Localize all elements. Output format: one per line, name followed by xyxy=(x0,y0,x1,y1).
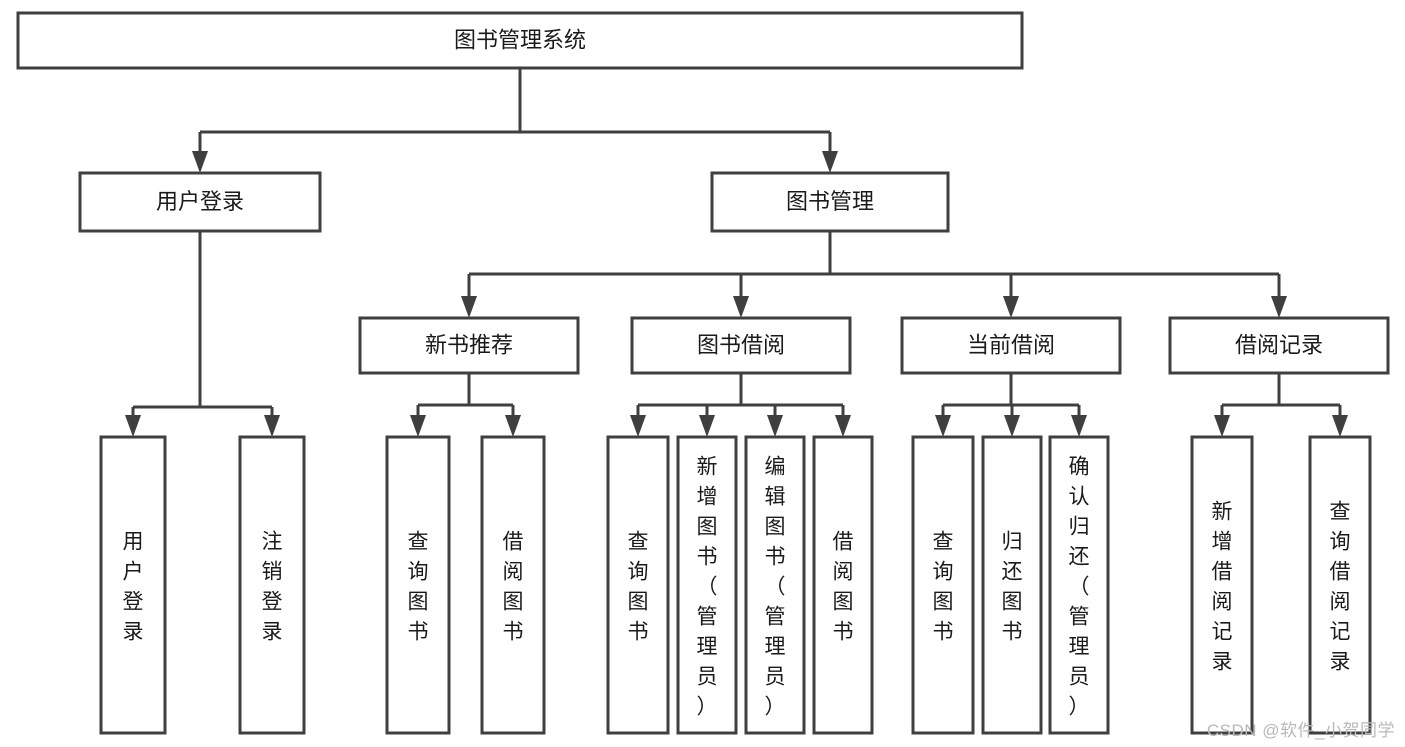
arrow-head-icon xyxy=(630,415,646,437)
node-user_login[interactable]: 用户登录 xyxy=(78,171,322,233)
node-borrow_record[interactable]: 借阅记录 xyxy=(1168,316,1390,375)
node-box-leaf_12[interactable] xyxy=(1190,435,1254,735)
node-box-leaf_8[interactable] xyxy=(812,435,874,735)
node-label-leaf_1: 用户登录 xyxy=(123,530,144,643)
connector-layer xyxy=(125,68,1348,437)
node-box-book_mgmt[interactable] xyxy=(710,171,950,233)
node-box-new_book_rec[interactable] xyxy=(358,316,580,375)
csdn-watermark: CSDN @软件_小贺同学 xyxy=(1206,721,1395,740)
node-leaf_11[interactable]: 确认归还（管理员） xyxy=(1048,435,1110,735)
node-box-leaf_3[interactable] xyxy=(385,435,451,735)
arrow-head-icon xyxy=(699,415,715,437)
arrow-head-icon xyxy=(935,415,951,437)
node-box-leaf_7[interactable] xyxy=(744,435,806,735)
node-label-current_borrow: 当前借阅 xyxy=(967,332,1055,357)
node-box-leaf_9[interactable] xyxy=(911,435,975,735)
node-leaf_10[interactable]: 归还图书 xyxy=(981,435,1043,735)
node-leaf_4[interactable]: 借阅图书 xyxy=(480,435,546,735)
node-label-leaf_6: 新增图书（管理员） xyxy=(697,455,718,718)
node-label-leaf_5: 查询图书 xyxy=(628,530,649,643)
node-new_book_rec[interactable]: 新书推荐 xyxy=(358,316,580,375)
node-label-borrow_record: 借阅记录 xyxy=(1235,332,1323,357)
node-box-leaf_6[interactable] xyxy=(676,435,738,735)
node-root[interactable]: 图书管理系统 xyxy=(16,11,1024,70)
node-leaf_7[interactable]: 编辑图书（管理员） xyxy=(744,435,806,735)
node-label-root: 图书管理系统 xyxy=(454,27,586,52)
node-book_mgmt[interactable]: 图书管理 xyxy=(710,171,950,233)
node-current_borrow[interactable]: 当前借阅 xyxy=(900,316,1122,375)
node-label-book_borrow: 图书借阅 xyxy=(697,332,785,357)
arrow-head-icon xyxy=(461,296,477,318)
node-label-leaf_2: 注销登录 xyxy=(262,530,283,643)
node-label-leaf_3: 查询图书 xyxy=(408,530,429,643)
node-box-leaf_1[interactable] xyxy=(99,435,167,735)
node-leaf_2[interactable]: 注销登录 xyxy=(238,435,306,735)
node-box-leaf_2[interactable] xyxy=(238,435,306,735)
node-leaf_12[interactable]: 新增借阅记录 xyxy=(1190,435,1254,735)
node-box-leaf_4[interactable] xyxy=(480,435,546,735)
arrow-head-icon xyxy=(410,415,426,437)
arrow-head-icon xyxy=(1332,415,1348,437)
node-label-user_login: 用户登录 xyxy=(156,189,244,214)
node-label-leaf_11: 确认归还（管理员） xyxy=(1069,455,1090,718)
arrow-head-icon xyxy=(733,296,749,318)
node-box-leaf_10[interactable] xyxy=(981,435,1043,735)
node-box-book_borrow[interactable] xyxy=(630,316,852,375)
arrow-head-icon xyxy=(1004,415,1020,437)
arrow-head-icon xyxy=(125,415,141,437)
node-box-user_login[interactable] xyxy=(78,171,322,233)
arrow-head-icon xyxy=(1071,415,1087,437)
node-leaf_13[interactable]: 查询借阅记录 xyxy=(1308,435,1372,735)
arrow-head-icon xyxy=(192,151,208,173)
arrow-head-icon xyxy=(767,415,783,437)
node-leaf_8[interactable]: 借阅图书 xyxy=(812,435,874,735)
node-box-leaf_11[interactable] xyxy=(1048,435,1110,735)
node-leaf_1[interactable]: 用户登录 xyxy=(99,435,167,735)
node-box-root[interactable] xyxy=(16,11,1024,70)
arrow-head-icon xyxy=(505,415,521,437)
node-box-current_borrow[interactable] xyxy=(900,316,1122,375)
node-leaf_9[interactable]: 查询图书 xyxy=(911,435,975,735)
node-label-leaf_13: 查询借阅记录 xyxy=(1330,500,1351,673)
node-label-new_book_rec: 新书推荐 xyxy=(425,332,513,357)
node-label-leaf_12: 新增借阅记录 xyxy=(1212,500,1233,673)
node-box-leaf_13[interactable] xyxy=(1308,435,1372,735)
arrow-head-icon xyxy=(835,415,851,437)
arrow-head-icon xyxy=(264,415,280,437)
node-box-leaf_5[interactable] xyxy=(606,435,670,735)
arrow-head-icon xyxy=(1003,296,1019,318)
node-label-leaf_7: 编辑图书（管理员） xyxy=(765,455,786,718)
node-label-leaf_4: 借阅图书 xyxy=(503,530,524,643)
node-book_borrow[interactable]: 图书借阅 xyxy=(630,316,852,375)
node-label-book_mgmt: 图书管理 xyxy=(786,189,874,214)
node-label-leaf_8: 借阅图书 xyxy=(833,530,854,643)
arrow-head-icon xyxy=(822,151,838,173)
node-leaf_6[interactable]: 新增图书（管理员） xyxy=(676,435,738,735)
arrow-head-icon xyxy=(1271,296,1287,318)
node-label-leaf_10: 归还图书 xyxy=(1002,530,1023,643)
arrow-head-icon xyxy=(1214,415,1230,437)
node-box-borrow_record[interactable] xyxy=(1168,316,1390,375)
node-layer: 图书管理系统用户登录图书管理新书推荐图书借阅当前借阅借阅记录用户登录注销登录查询… xyxy=(16,11,1390,735)
node-leaf_5[interactable]: 查询图书 xyxy=(606,435,670,735)
node-label-leaf_9: 查询图书 xyxy=(933,530,954,643)
node-leaf_3[interactable]: 查询图书 xyxy=(385,435,451,735)
